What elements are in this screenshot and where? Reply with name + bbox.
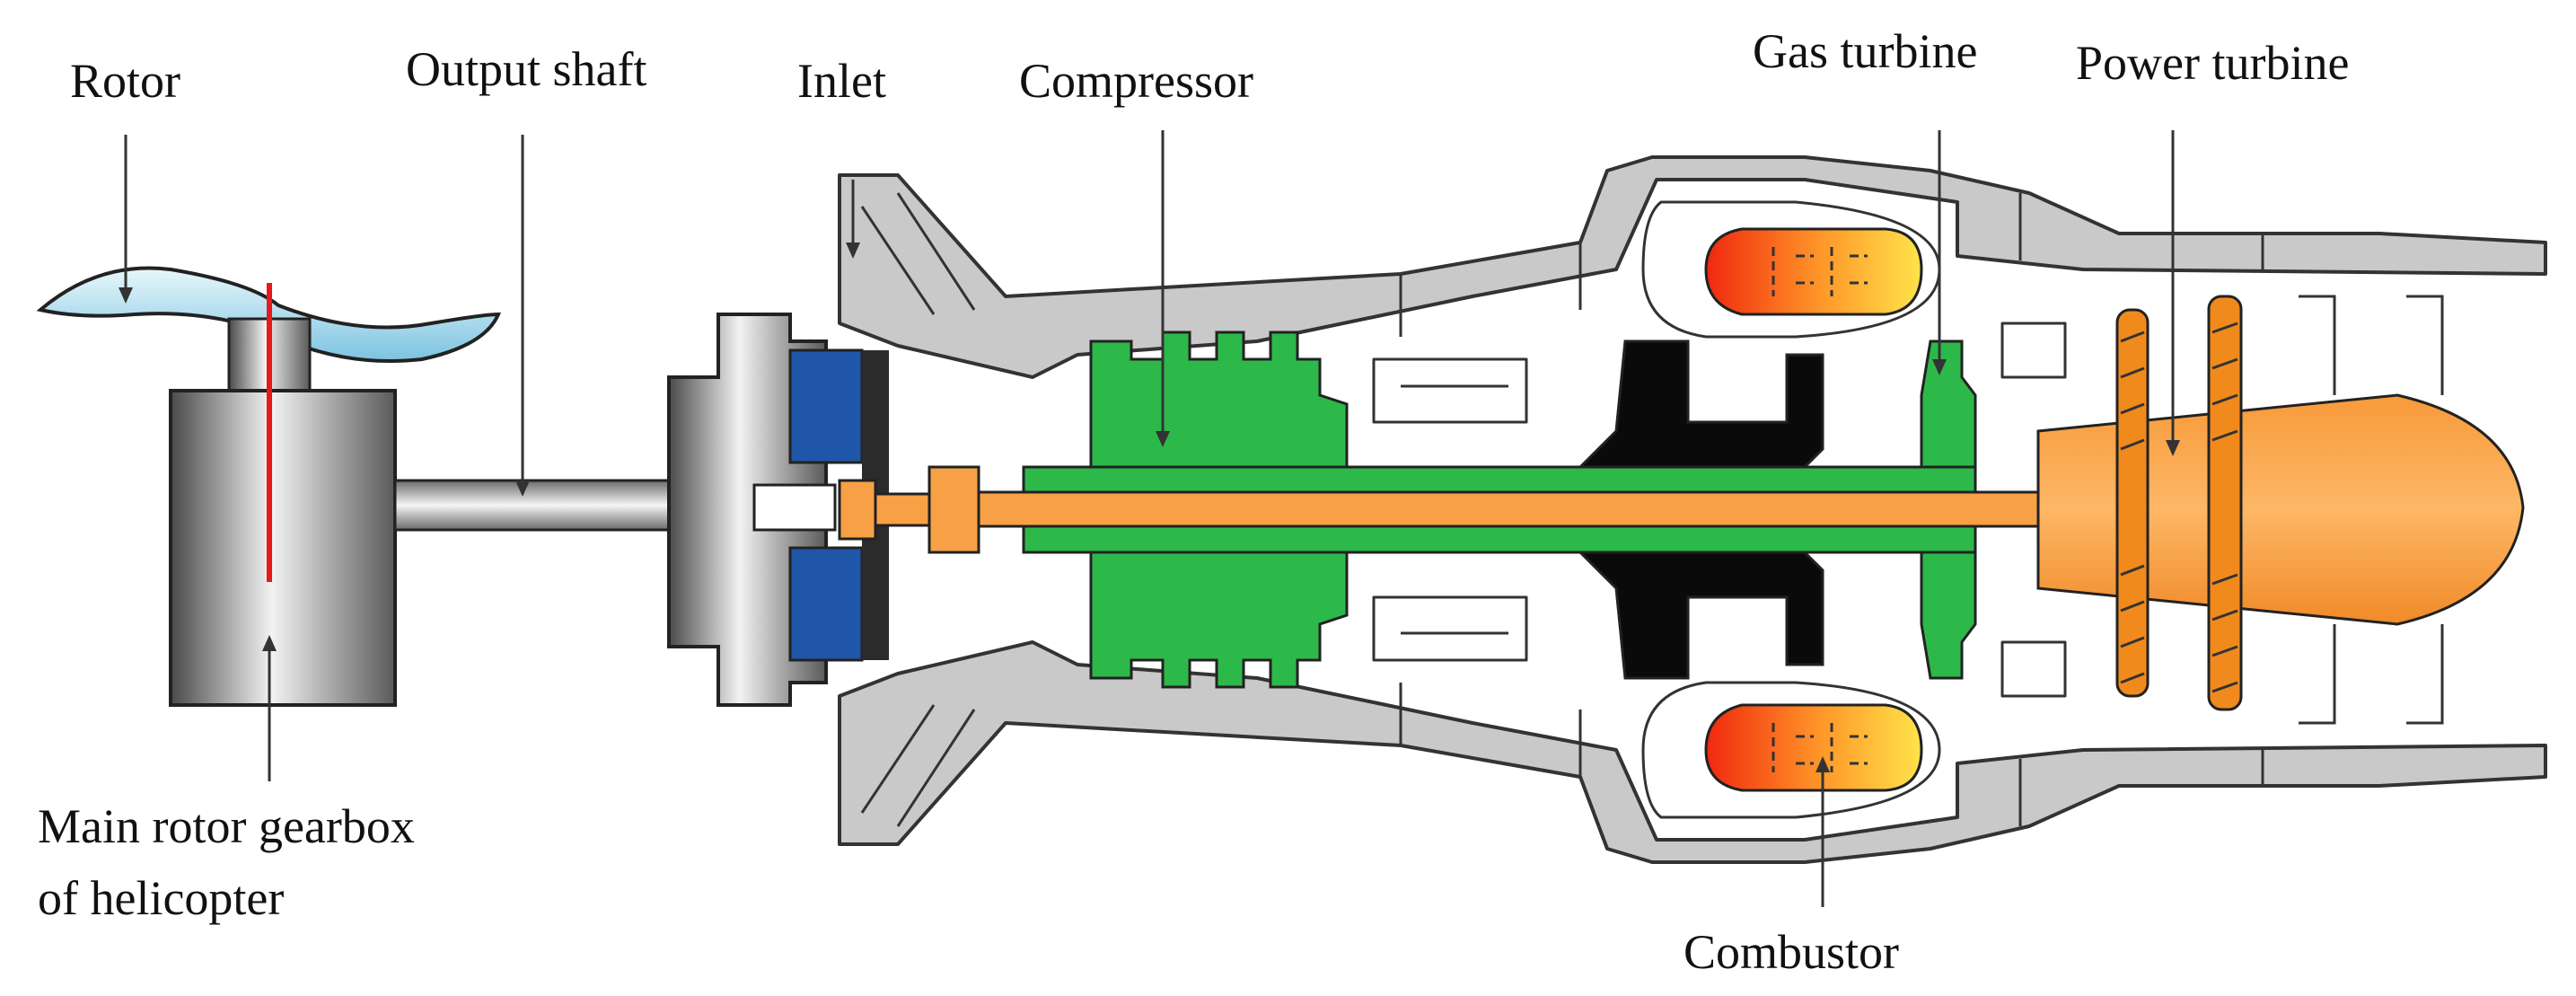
combustor-leader [1816, 756, 1830, 907]
label-gas-turbine: Gas turbine [1753, 24, 1977, 78]
output-shaft-leader [515, 135, 530, 497]
blue-block-top [788, 348, 864, 464]
gas-turbine-leader [1932, 130, 1947, 375]
rotor-leader [119, 135, 133, 304]
combustor-bottom [1704, 703, 1923, 792]
leader-lines [119, 130, 2180, 907]
output-shaft [393, 479, 675, 532]
power-turbine-hub [2036, 393, 2525, 626]
label-output-shaft: Output shaft [406, 42, 646, 96]
blue-block-bottom [788, 546, 864, 662]
combustor-top [1704, 227, 1923, 316]
label-compressor: Compressor [1019, 54, 1253, 108]
power-turbine-blades [2115, 295, 2243, 711]
label-inlet: Inlet [797, 54, 886, 108]
power-turbine-leader [2166, 130, 2180, 456]
label-rotor: Rotor [70, 54, 180, 108]
label-gearbox-line1: Main rotor gearbox [38, 799, 415, 853]
label-power-turbine: Power turbine [2076, 36, 2349, 90]
stator-details [1372, 357, 1528, 662]
label-combustor: Combustor [1684, 925, 1899, 979]
gearbox-leader [262, 635, 277, 781]
power-turbine-shaft [838, 393, 2525, 626]
rotor-assembly [36, 266, 502, 707]
label-gearbox-line2: of helicopter [38, 871, 284, 925]
main-rotor-gearbox [169, 389, 397, 707]
labels: Rotor Output shaft Inlet Compressor Gas … [38, 24, 2349, 979]
inlet-leader [846, 180, 860, 259]
compressor-leader [1156, 130, 1170, 447]
